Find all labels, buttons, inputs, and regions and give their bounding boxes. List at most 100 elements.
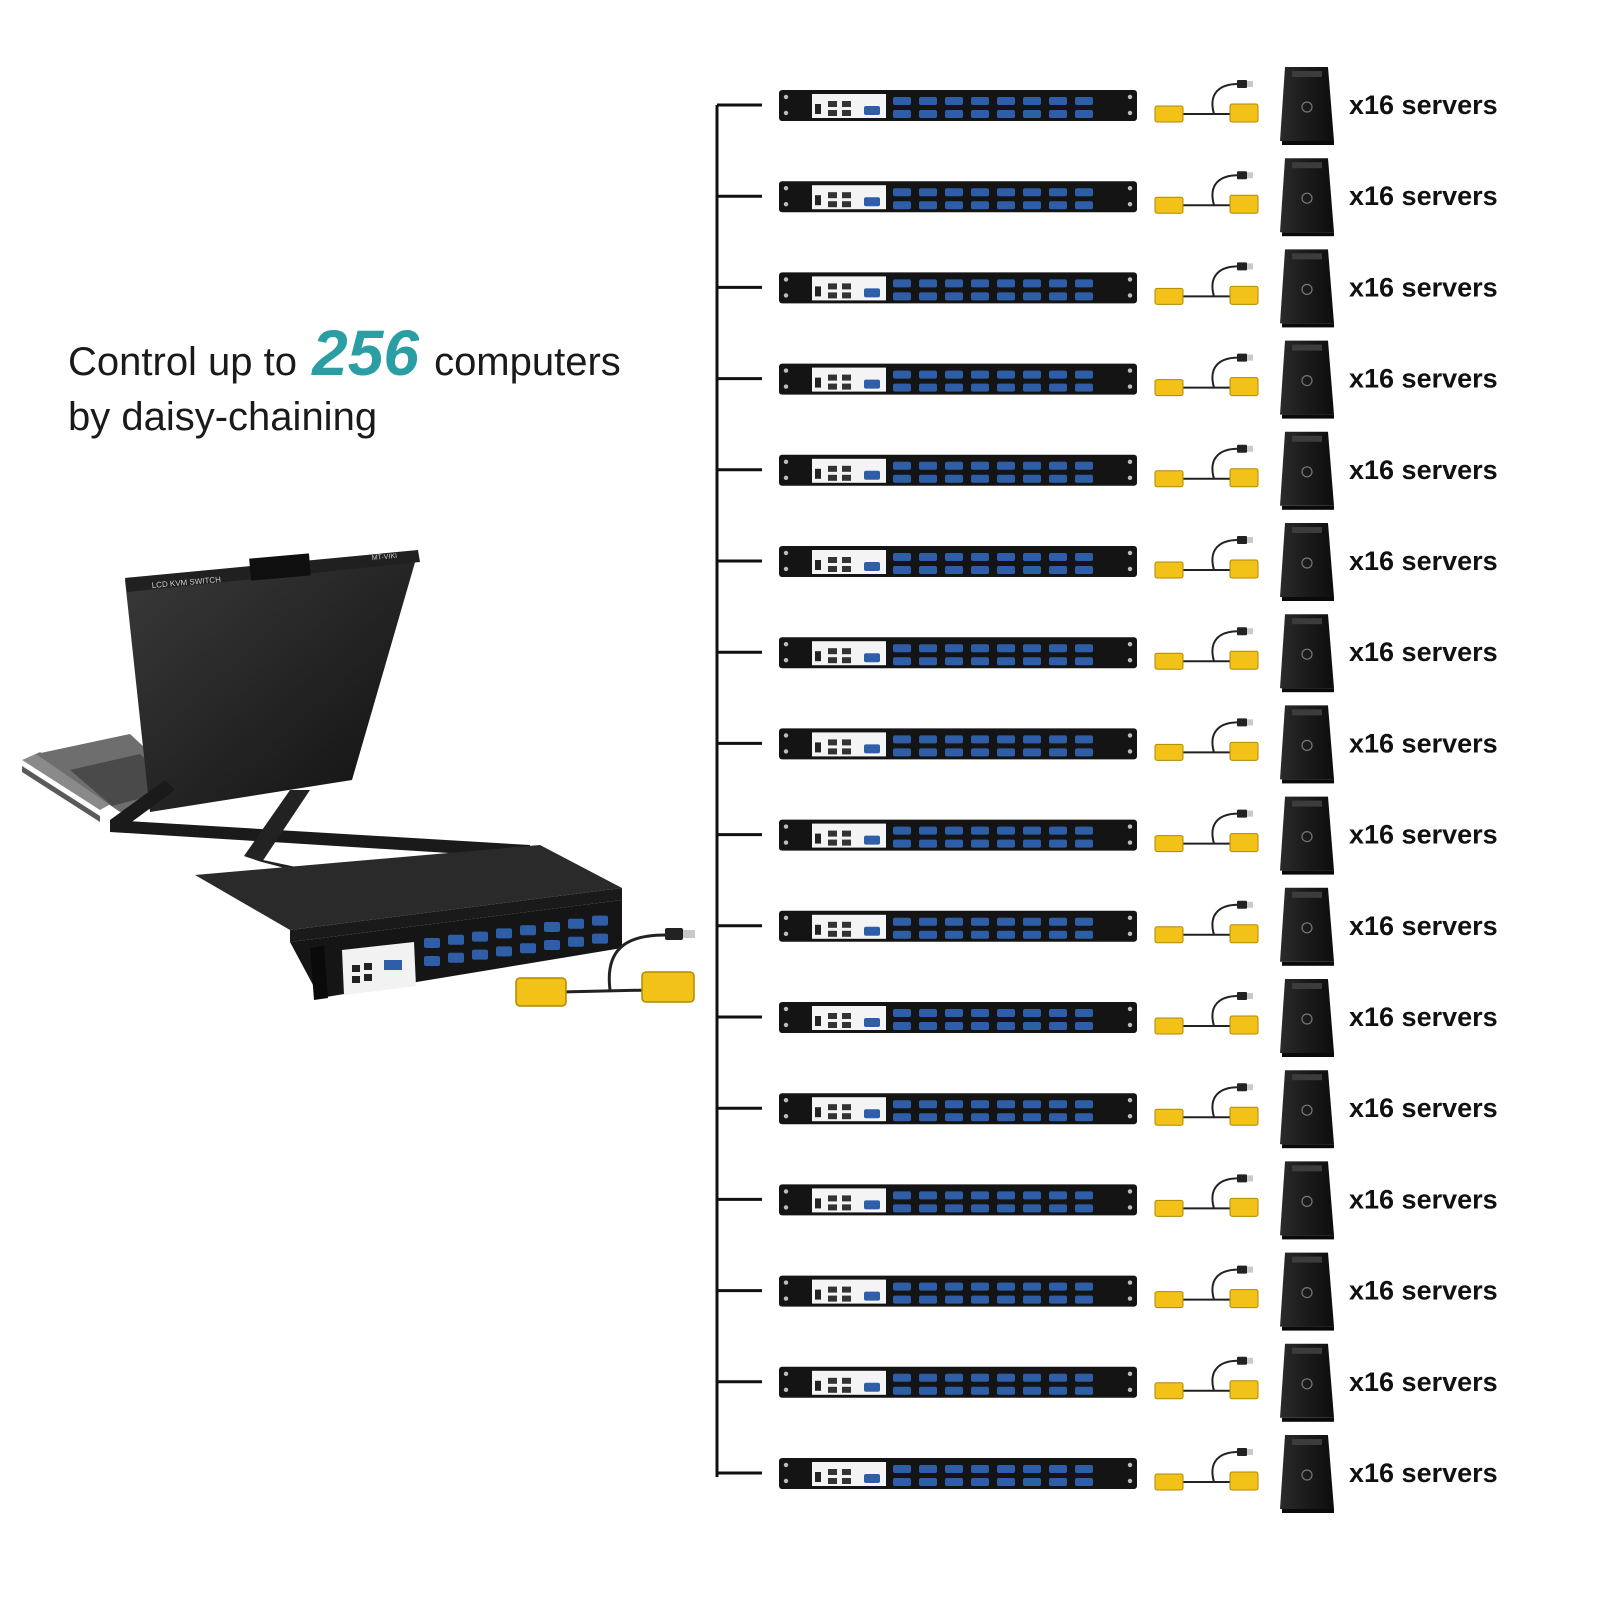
vga-port — [945, 566, 963, 574]
vga-connector — [1154, 926, 1184, 944]
vga-port — [971, 644, 989, 653]
vga-port — [1023, 553, 1041, 561]
rack-screw — [783, 475, 789, 480]
kvm-switch — [779, 728, 1137, 760]
usb-port — [828, 1204, 837, 1211]
vga-port — [893, 1022, 911, 1030]
vga-port — [893, 1386, 911, 1395]
chain-row: x16 servers — [717, 340, 1498, 419]
vga-port — [1023, 748, 1041, 757]
vga-port — [1075, 644, 1093, 653]
vga-out-port — [864, 288, 880, 298]
vga-port — [919, 826, 937, 835]
server-count-label: x16 servers — [1349, 272, 1498, 302]
vga-port — [1075, 748, 1093, 757]
power-port — [815, 1472, 821, 1482]
usb-port — [828, 292, 837, 299]
vga-port — [1049, 657, 1067, 666]
server-logo — [1301, 283, 1313, 295]
server-count-label: x16 servers — [1349, 181, 1498, 211]
rack-screw — [783, 94, 789, 100]
vga-connector — [1229, 1471, 1259, 1491]
vga-port — [919, 917, 937, 926]
usb-port — [842, 748, 851, 755]
vga-port — [919, 1022, 937, 1030]
server-count-label: x16 servers — [1349, 1002, 1498, 1032]
rack-screw — [1127, 1098, 1133, 1103]
vga-port — [997, 188, 1015, 197]
vga-port — [1049, 1478, 1067, 1486]
vga-connector — [1229, 468, 1259, 488]
rack-screw — [1127, 1371, 1133, 1377]
server-tower — [1280, 1070, 1334, 1149]
usb-plug — [1237, 992, 1247, 1000]
vga-port — [1049, 201, 1067, 210]
server-tower-body — [1280, 796, 1334, 871]
vga-port — [919, 657, 937, 666]
kvm-switch — [779, 1002, 1137, 1033]
rack-screw — [783, 550, 789, 556]
kvm-switch — [779, 910, 1137, 942]
vga-port — [971, 383, 989, 392]
rack-screw — [783, 733, 789, 738]
vga-out-port — [864, 1109, 880, 1119]
usb-plug — [1237, 444, 1247, 453]
server-tower-body — [1280, 523, 1334, 597]
vga-port — [893, 1009, 911, 1017]
vga-port — [1023, 201, 1041, 210]
vga-port — [945, 1113, 963, 1122]
vga-port — [971, 1022, 989, 1030]
vga-port — [997, 1022, 1015, 1030]
server-tower-foot — [1282, 1509, 1334, 1513]
usb-port — [842, 101, 851, 107]
vga-port — [919, 1478, 937, 1486]
vga-port — [1049, 110, 1067, 118]
server-logo — [1301, 1469, 1313, 1481]
vga-port — [1049, 826, 1067, 835]
console-vga-port — [544, 922, 560, 932]
vga-port — [997, 474, 1015, 483]
usb-port — [828, 930, 837, 937]
server-tower — [1280, 887, 1334, 966]
vga-port — [893, 474, 911, 483]
server-logo — [1301, 1286, 1313, 1299]
vga-out-port — [864, 835, 880, 845]
vga-out-port — [864, 744, 880, 754]
usb-port — [828, 110, 837, 116]
server-tower-bezel — [1292, 1347, 1322, 1354]
server-tower-body — [1280, 1070, 1334, 1145]
vga-port — [919, 1295, 937, 1304]
usb-plug — [1237, 536, 1247, 544]
vga-port — [1075, 553, 1093, 561]
headline-number: 256 — [312, 317, 419, 389]
vga-out-port — [864, 926, 880, 936]
vga-port — [997, 566, 1015, 574]
vga-port — [1023, 839, 1041, 848]
vga-port — [1075, 1100, 1093, 1109]
server-count-label: x16 servers — [1349, 911, 1498, 941]
usb-port — [842, 830, 851, 837]
usb-port — [842, 1469, 851, 1475]
server-tower — [1280, 979, 1334, 1057]
server-tower — [1280, 1161, 1334, 1240]
vga-port — [893, 1100, 911, 1109]
vga-connector — [1154, 1291, 1184, 1309]
vga-connector — [1229, 285, 1259, 305]
chain-row: x16 servers — [717, 614, 1498, 693]
console-vga-ports — [424, 915, 608, 966]
vga-connector — [1154, 1473, 1184, 1491]
usb-port — [828, 1377, 837, 1384]
usb-port — [828, 1286, 837, 1293]
rack-screw — [783, 1098, 789, 1103]
vga-port — [1023, 657, 1041, 666]
vga-port — [919, 1282, 937, 1291]
rack-screw — [1127, 642, 1133, 647]
vga-port — [919, 553, 937, 561]
kvm-cable — [1154, 1265, 1259, 1309]
server-tower-foot — [1282, 1417, 1334, 1422]
vga-out-port — [864, 197, 880, 207]
server-tower — [1280, 158, 1334, 237]
vga-port — [1049, 1386, 1067, 1395]
server-tower-body — [1280, 705, 1334, 780]
vga-port — [971, 748, 989, 757]
